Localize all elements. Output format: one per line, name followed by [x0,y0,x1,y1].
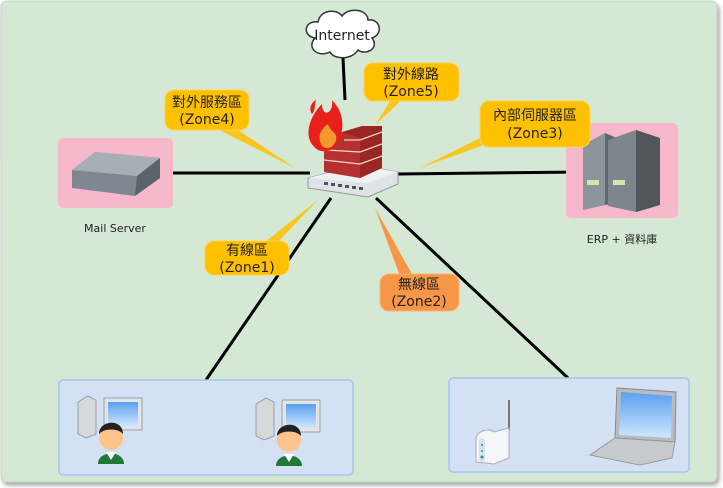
zone1-name: 有線區 [226,243,268,259]
connection-lines [173,57,584,381]
erp-server-icon [583,130,660,212]
internet-label: Internet [314,28,370,44]
zone5-callout: 對外線路 (Zone5) [363,62,460,125]
internet-cloud: Internet [305,9,380,59]
zone1-id: (Zone1) [219,260,274,276]
workstation-user-icon [77,395,143,464]
zone3-id: (Zone3) [507,126,562,142]
mail-server-icon [72,152,160,196]
zone2-id: (Zone2) [391,294,446,310]
zone5-id: (Zone5) [383,84,438,100]
zone4-name: 對外服務區 [172,95,242,111]
zone2-name: 無線區 [398,277,440,293]
zone4-callout: 對外服務區 (Zone4) [164,89,295,168]
erp-label: ERP + 資料庫 [587,232,657,246]
zone5-name: 對外線路 [383,67,439,83]
wireless-router-icon [475,400,510,465]
mail-server-label: Mail Server [84,222,146,235]
zone2-callout: 無線區 (Zone2) [375,208,460,312]
workstation-user-icon [255,397,321,466]
laptop-icon [588,387,677,466]
link-wireless [374,196,570,380]
firewall-icon [307,100,399,198]
zone3-name: 內部伺服器區 [493,108,577,124]
zone3-callout: 內部伺服器區 (Zone3) [420,100,591,168]
link-internet [341,57,347,101]
link-wired [204,197,333,381]
zone1-callout: 有線區 (Zone1) [204,200,318,276]
link-erp [397,170,584,176]
zone4-id: (Zone4) [179,112,234,128]
